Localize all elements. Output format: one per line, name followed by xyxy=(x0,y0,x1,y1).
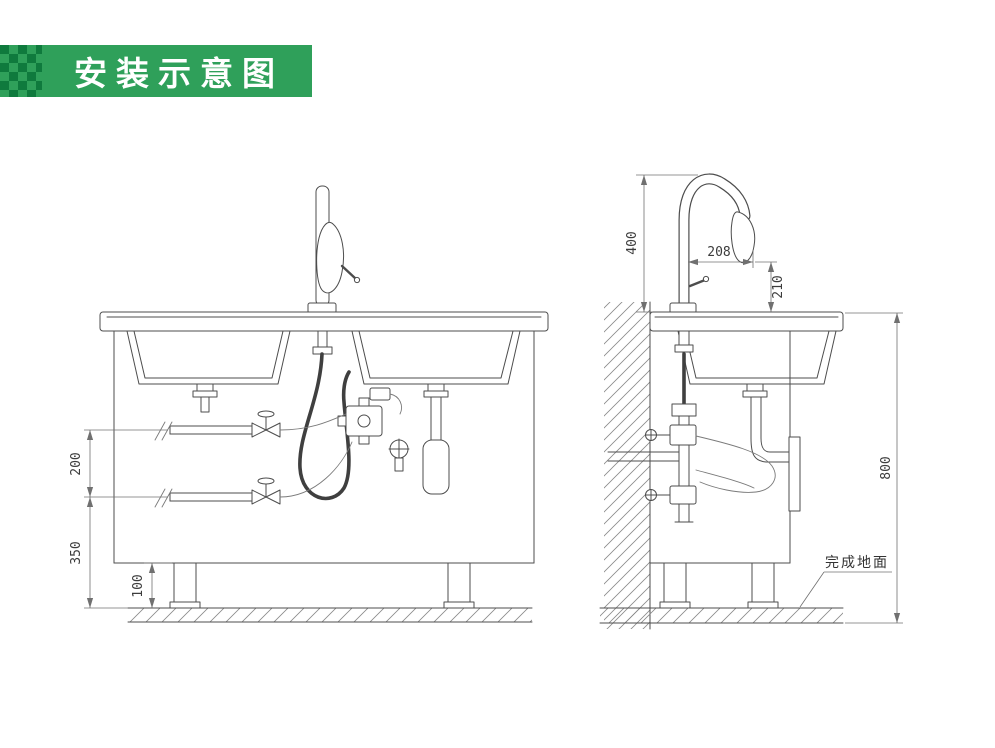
front-floor xyxy=(127,607,533,623)
side-wall xyxy=(604,301,651,630)
side-handwheel-upper xyxy=(645,429,657,441)
front-faucet-tail xyxy=(312,330,333,355)
dim-label-counter-height: 800 xyxy=(879,456,894,479)
side-countertop xyxy=(649,311,844,332)
dim-label-supply-to-floor: 350 xyxy=(69,541,84,564)
side-handwheel-lower xyxy=(645,489,657,501)
front-pulldown-hose xyxy=(298,352,351,501)
dim-label-spout-to-counter: 210 xyxy=(771,275,786,298)
front-upper-supply xyxy=(154,410,347,441)
side-plumbing xyxy=(607,330,776,523)
front-countertop xyxy=(99,311,549,332)
front-cabinet xyxy=(113,330,535,564)
front-spray-head xyxy=(316,221,345,294)
front-legs xyxy=(169,562,475,609)
front-left-sink xyxy=(126,330,291,413)
front-lower-supply xyxy=(154,441,353,508)
side-dimensions: 400 208 210 800 完成地面 xyxy=(625,174,903,624)
front-right-sink xyxy=(351,330,521,495)
side-cabinet xyxy=(649,330,801,564)
front-dimensions: 200 350 100 xyxy=(69,429,172,609)
page-title: 安装示意图 xyxy=(74,54,284,93)
diamond-pattern-decoration xyxy=(0,45,42,97)
dim-label-faucet-height: 400 xyxy=(625,231,640,254)
dim-label-supply-spacing: 200 xyxy=(69,452,84,475)
side-spray-head xyxy=(730,211,756,264)
front-view: 200 350 100 xyxy=(69,185,549,623)
front-mixing-valve xyxy=(337,387,410,472)
finished-floor-label: 完成地面 xyxy=(825,555,889,571)
side-faucet xyxy=(669,173,756,314)
title-banner: 安装示意图 xyxy=(0,45,312,97)
side-legs xyxy=(659,562,779,609)
side-view: 400 208 210 800 完成地面 xyxy=(599,173,903,630)
side-floor xyxy=(599,607,844,624)
dim-label-spout-reach: 208 xyxy=(707,245,730,260)
front-bottle-trap xyxy=(422,439,450,495)
front-faucet xyxy=(307,185,361,314)
side-sink xyxy=(677,330,837,463)
dim-label-leg-height: 100 xyxy=(131,574,146,597)
